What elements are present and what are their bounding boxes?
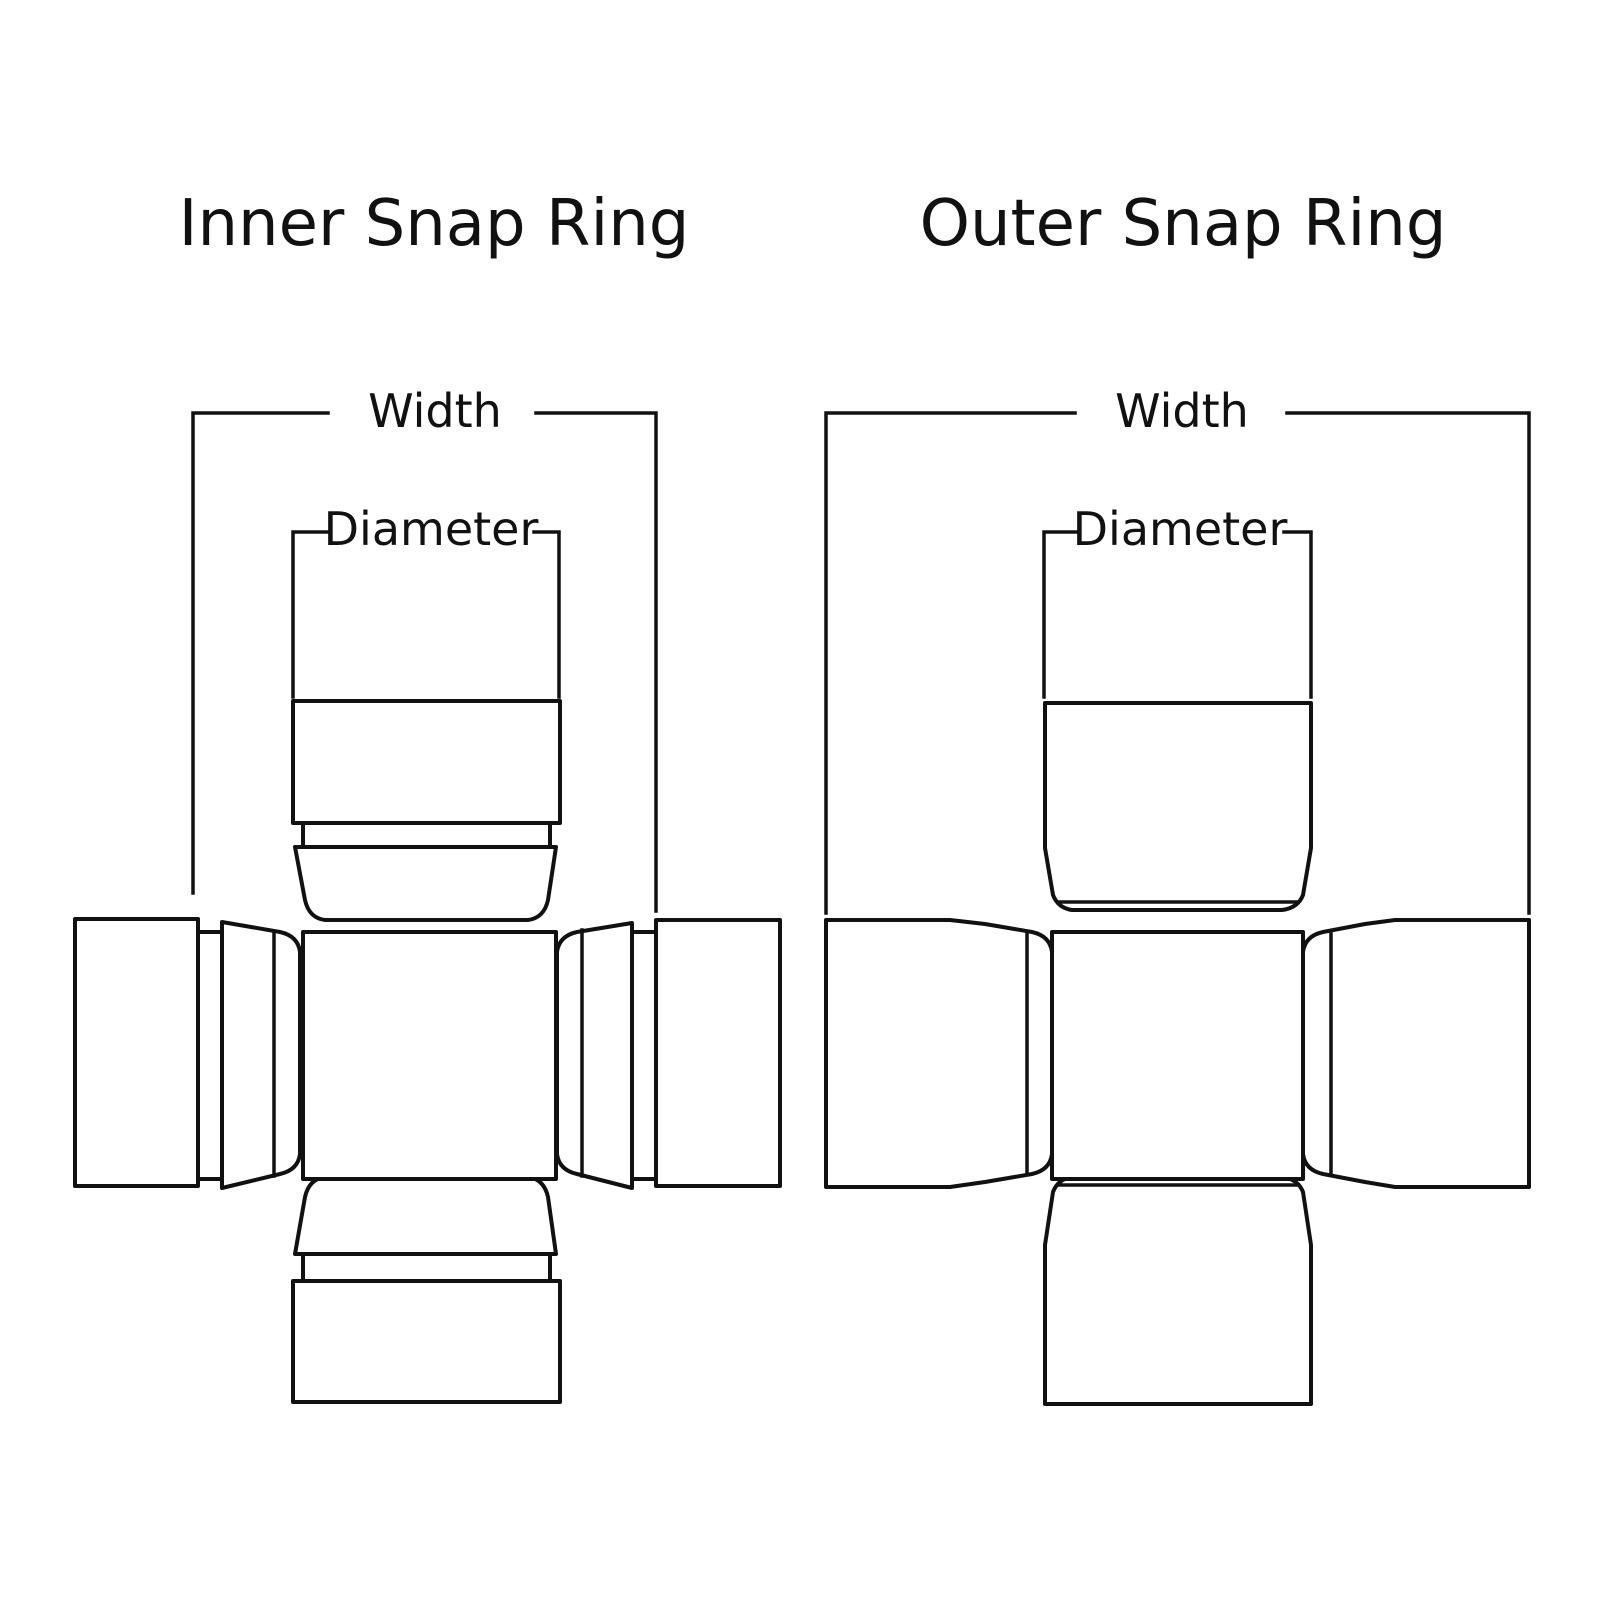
inner-right-groove xyxy=(630,930,658,1181)
inner-bottom-snap-ring xyxy=(293,1175,558,1256)
outer-cross-body xyxy=(1050,930,1305,1181)
outer-diameter-dimension: Diameter xyxy=(1042,502,1313,699)
inner-diameter-bracket-right xyxy=(532,530,561,699)
outer-width-bracket-right xyxy=(1285,411,1531,915)
outer-diameter-bracket-right xyxy=(1282,530,1313,699)
inner-diameter-bracket-left xyxy=(291,530,330,699)
outer-left-bearing-cap xyxy=(824,918,1054,1189)
inner-bottom-bearing-cap xyxy=(291,1175,562,1404)
inner-right-bearing-cap xyxy=(555,918,782,1190)
inner-snap-ring-diagram: Inner Snap Ring Width Diameter xyxy=(73,187,782,1404)
outer-diameter-bracket-left xyxy=(1042,530,1079,699)
outer-width-bracket-left xyxy=(824,411,1077,915)
inner-cross-body xyxy=(301,930,558,1181)
inner-bottom-cup xyxy=(291,1279,562,1404)
inner-left-cup xyxy=(73,917,200,1188)
outer-width-label: Width xyxy=(1115,384,1249,438)
inner-width-label: Width xyxy=(368,384,502,438)
outer-width-dimension: Width xyxy=(824,384,1531,915)
outer-snap-ring-diagram: Outer Snap Ring Width Diameter xyxy=(824,187,1531,1406)
outer-bottom-bearing-cap xyxy=(1043,1175,1313,1406)
outer-diameter-label: Diameter xyxy=(1073,502,1288,556)
outer-top-bearing-cap xyxy=(1043,701,1313,912)
inner-right-cup xyxy=(654,918,782,1188)
inner-right-snap-ring xyxy=(555,921,634,1190)
inner-left-snap-ring xyxy=(220,920,302,1190)
inner-top-bearing-cap xyxy=(291,699,562,922)
inner-snap-ring-title: Inner Snap Ring xyxy=(179,187,690,261)
inner-width-dimension: Width xyxy=(191,384,658,913)
outer-right-bearing-cap xyxy=(1301,918,1531,1189)
inner-diameter-dimension: Diameter xyxy=(291,502,561,699)
inner-left-bearing-cap xyxy=(73,917,302,1190)
inner-top-groove xyxy=(301,821,552,849)
inner-bottom-groove xyxy=(301,1252,552,1283)
inner-left-groove xyxy=(196,930,224,1181)
inner-width-bracket-right xyxy=(534,411,658,913)
outer-snap-ring-title: Outer Snap Ring xyxy=(920,187,1447,261)
inner-top-cup xyxy=(291,699,562,825)
inner-diameter-label: Diameter xyxy=(324,502,539,556)
inner-width-bracket-left xyxy=(191,411,330,895)
inner-top-snap-ring xyxy=(293,845,558,922)
